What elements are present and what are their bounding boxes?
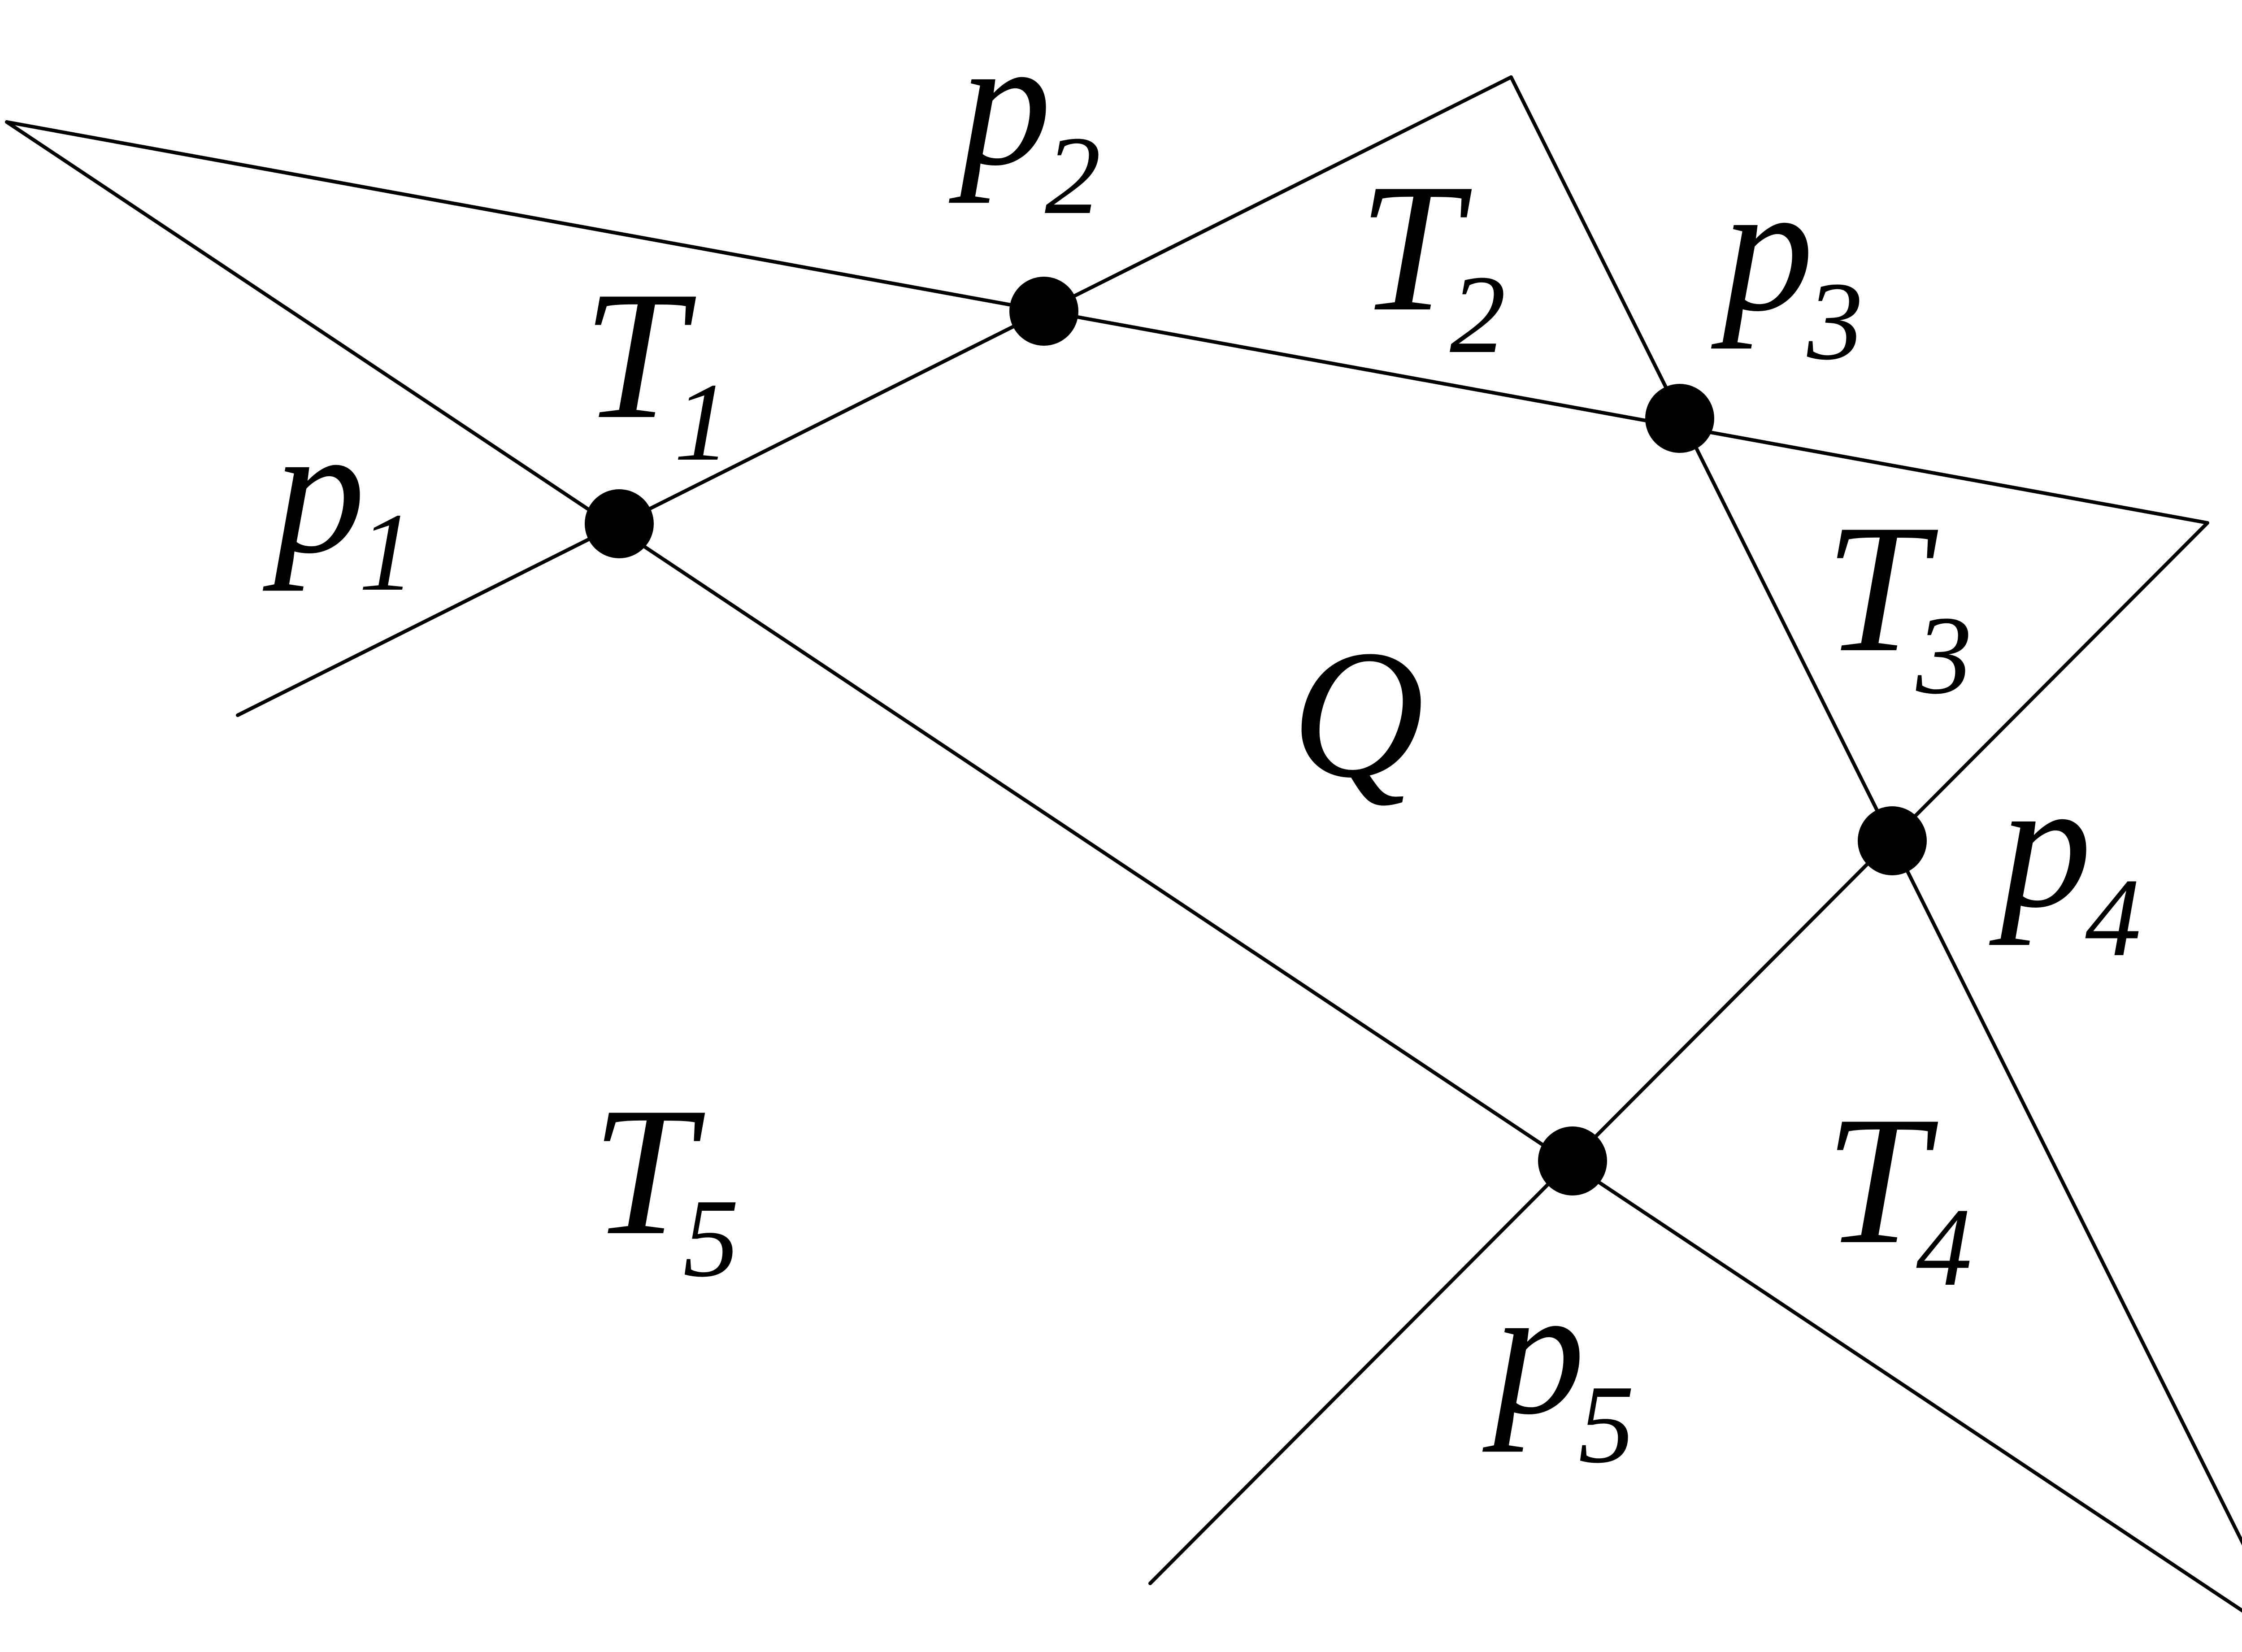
point-p1 bbox=[585, 489, 654, 558]
label-t1: T1 bbox=[583, 253, 730, 484]
label-t5: T5 bbox=[592, 1069, 739, 1300]
point-p4 bbox=[1858, 806, 1927, 875]
line-3 bbox=[236, 75, 1513, 717]
point-p2 bbox=[1009, 277, 1078, 346]
label-t2: T2 bbox=[1359, 146, 1506, 377]
label-p5: p5 bbox=[1482, 1249, 1634, 1487]
intersection-points bbox=[585, 277, 1927, 1196]
label-p3: p3 bbox=[1710, 146, 1863, 383]
point-p3 bbox=[1645, 384, 1714, 453]
line-2 bbox=[5, 120, 2242, 1613]
label-q: Q bbox=[1291, 612, 1424, 816]
diagram-lines bbox=[5, 75, 2242, 1613]
point-p5 bbox=[1538, 1126, 1607, 1196]
label-t3: T3 bbox=[1825, 487, 1972, 717]
line-5 bbox=[1148, 521, 2209, 1585]
label-p1: p1 bbox=[262, 388, 415, 614]
label-t4: T4 bbox=[1825, 1078, 1972, 1309]
label-p4: p4 bbox=[1988, 742, 2141, 980]
label-p2: p2 bbox=[948, 0, 1101, 238]
line-1 bbox=[5, 120, 2209, 525]
